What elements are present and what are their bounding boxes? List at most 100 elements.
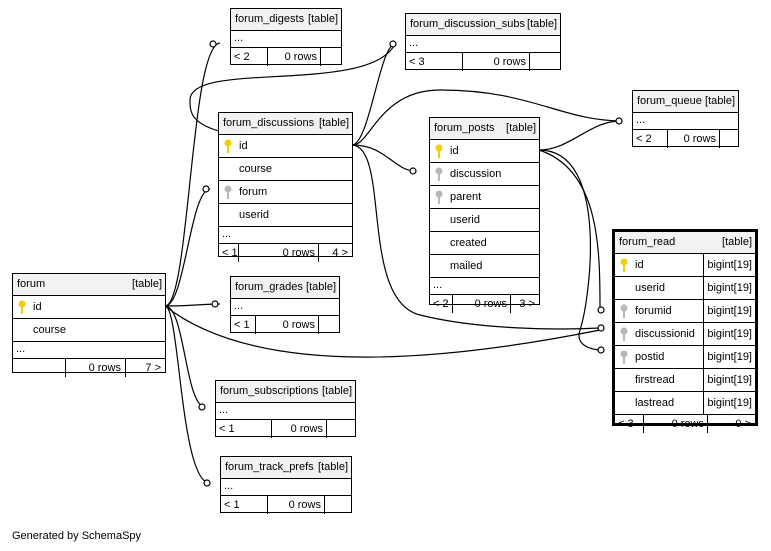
table-tag: [table]	[306, 281, 336, 293]
foreign-key-icon	[620, 327, 628, 341]
link-forum-track-prefs	[164, 305, 211, 484]
table-tag: [table]	[132, 278, 162, 290]
table-tag: [table]	[506, 122, 536, 134]
link-discussions-posts	[352, 144, 416, 172]
more-columns: ...	[231, 299, 339, 316]
table-forum-discussions[interactable]: forum_discussions[table] id course forum…	[218, 112, 353, 262]
table-header: forum_queue[table]	[633, 91, 738, 113]
column-row: course	[13, 319, 165, 342]
column-row: id bigint[19]	[615, 254, 755, 277]
table-name: forum	[17, 278, 46, 290]
column-name: course	[33, 324, 67, 336]
column-type: bigint[19]	[703, 346, 755, 368]
table-name: forum_discussion_subs	[410, 18, 525, 30]
more-columns: ...	[633, 113, 738, 130]
table-header: forum_subscriptions[table]	[216, 381, 355, 403]
column-name: id	[450, 145, 459, 157]
column-name: userid	[450, 214, 480, 226]
parents-count: < 2	[433, 298, 449, 310]
row-count: 0 rows	[282, 247, 315, 259]
column-name: id	[635, 259, 644, 271]
more-columns: ...	[13, 342, 165, 359]
column-type: bigint[19]	[703, 369, 755, 391]
primary-key-icon	[224, 139, 232, 153]
column-row: userid	[219, 204, 352, 227]
table-tag: [table]	[527, 18, 557, 30]
table-footer: < 3 0 rows	[406, 53, 560, 71]
table-tag: [table]	[722, 236, 752, 248]
column-name: mailed	[450, 260, 483, 272]
divider	[529, 53, 530, 71]
parents-count: < 1	[219, 423, 235, 435]
table-footer: < 1 0 rows	[231, 316, 339, 334]
table-footer: < 1 0 rows	[221, 496, 351, 514]
divider	[267, 496, 268, 514]
table-name: forum_digests	[235, 13, 305, 25]
table-name: forum_track_prefs	[225, 461, 314, 473]
divider	[452, 295, 453, 313]
table-header: forum_discussions [table]	[219, 113, 352, 135]
table-forum-discussion-subs[interactable]: forum_discussion_subs[table] ... < 3 0 r…	[405, 13, 561, 71]
parents-count: < 2	[234, 51, 250, 63]
column-name: discussion	[450, 168, 502, 180]
column-row: mailed	[430, 255, 539, 278]
table-name: forum_queue	[637, 95, 702, 107]
column-row: id	[430, 140, 539, 163]
column-name: firstread	[635, 374, 675, 386]
foreign-key-icon	[435, 190, 443, 204]
parents-count: < 1	[234, 319, 250, 331]
link-forum-read	[164, 305, 601, 358]
table-header: forum_digests[table]	[231, 9, 341, 31]
children-count: 3 >	[519, 298, 535, 310]
column-name: course	[239, 163, 273, 175]
children-count: 4 >	[332, 247, 348, 259]
parents-count: < 1	[224, 499, 240, 511]
column-name: userid	[635, 282, 665, 294]
row-count: 0 rows	[493, 56, 526, 68]
table-name: forum_subscriptions	[220, 385, 319, 397]
divider	[238, 244, 239, 262]
table-forum-grades[interactable]: forum_grades[table] ... < 1 0 rows	[230, 276, 340, 334]
column-type: bigint[19]	[703, 254, 755, 276]
row-count: 0 rows	[284, 51, 317, 63]
divider	[320, 48, 321, 66]
table-forum-posts[interactable]: forum_posts[table] id discussion parent …	[429, 117, 540, 313]
divider	[667, 130, 668, 148]
table-header: forum [table]	[13, 274, 165, 296]
divider	[318, 244, 319, 262]
table-footer: < 3 0 rows 0 >	[615, 415, 755, 433]
table-forum[interactable]: forum[table] id course ... 0 rows 7 >	[12, 273, 166, 377]
column-row: discussion	[430, 163, 539, 186]
table-footer: < 2 0 rows	[231, 48, 341, 66]
column-name: parent	[450, 191, 482, 203]
row-count: 0 rows	[474, 298, 507, 310]
divider	[125, 359, 126, 377]
table-forum-subscriptions[interactable]: forum_subscriptions[table] ... < 1 0 row…	[215, 380, 356, 438]
children-count: 0 >	[735, 418, 751, 430]
table-forum-queue[interactable]: forum_queue[table] ... < 2 0 rows	[632, 90, 739, 148]
table-tag: [table]	[705, 95, 735, 107]
table-name: forum_discussions	[223, 117, 315, 129]
table-tag: [table]	[319, 117, 349, 129]
table-name: forum_posts	[434, 122, 495, 134]
column-row: userid	[430, 209, 539, 232]
table-header: forum_read[table]	[615, 232, 755, 254]
row-count: 0 rows	[288, 499, 321, 511]
divider	[510, 295, 511, 313]
table-header: forum_discussion_subs[table]	[406, 14, 560, 36]
column-name: userid	[239, 209, 269, 221]
table-forum-read[interactable]: forum_read[table] id bigint[19] userid big…	[612, 229, 758, 433]
divider	[324, 496, 325, 514]
column-type: bigint[19]	[703, 277, 755, 299]
divider	[255, 316, 256, 334]
table-header: forum_posts [table]	[430, 118, 539, 140]
more-columns: ...	[219, 227, 352, 244]
table-forum-track-prefs[interactable]: forum_track_prefs[table] ... < 1 0 rows	[220, 456, 352, 514]
foreign-key-icon	[224, 185, 232, 199]
table-forum-digests[interactable]: forum_digests[table] ... < 2 0 rows	[230, 8, 342, 66]
